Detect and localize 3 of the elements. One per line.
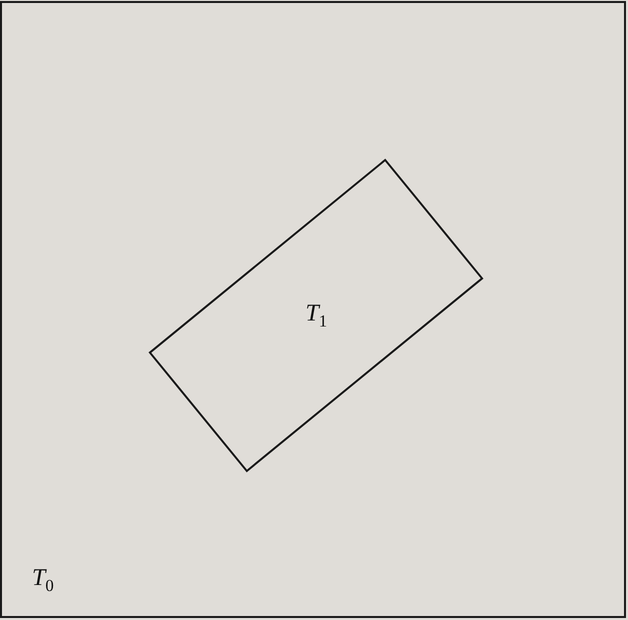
rotated-rectangle	[148, 158, 484, 472]
region-label: T$_{1}$	[305, 300, 327, 331]
region-label: T$_{0}$	[32, 565, 54, 596]
